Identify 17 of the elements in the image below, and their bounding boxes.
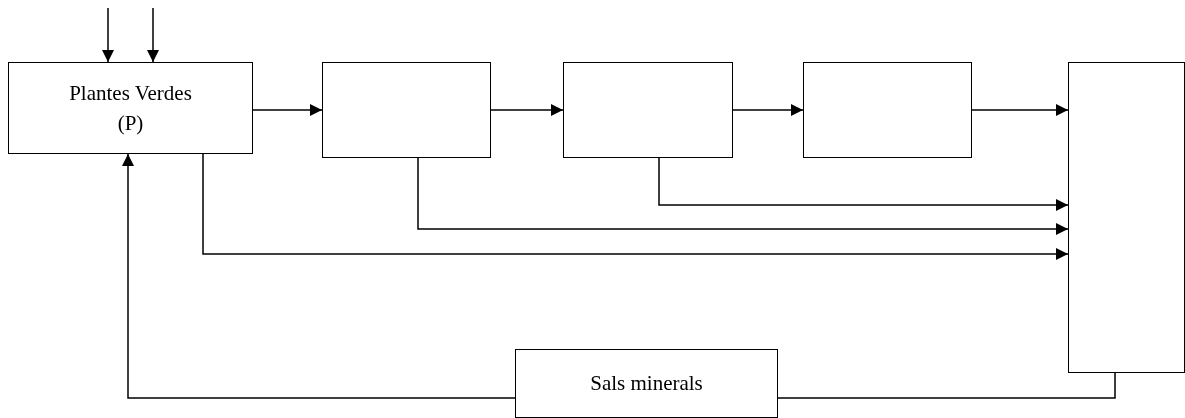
connector-line <box>777 372 1116 399</box>
arrow <box>202 153 1069 260</box>
arrow <box>490 104 564 116</box>
process-box <box>563 62 733 158</box>
arrow <box>252 104 323 116</box>
arrow <box>102 7 114 63</box>
arrow <box>971 104 1069 116</box>
text-box: Plantes Verdes (P) <box>8 62 253 154</box>
arrow <box>658 157 1069 211</box>
text-box: Sals minerals <box>515 349 778 418</box>
process-box <box>803 62 972 158</box>
process-box <box>1068 62 1185 373</box>
arrow <box>417 157 1069 235</box>
arrow <box>147 7 159 63</box>
arrow <box>732 104 804 116</box>
process-box <box>322 62 491 158</box>
arrow <box>122 153 516 399</box>
